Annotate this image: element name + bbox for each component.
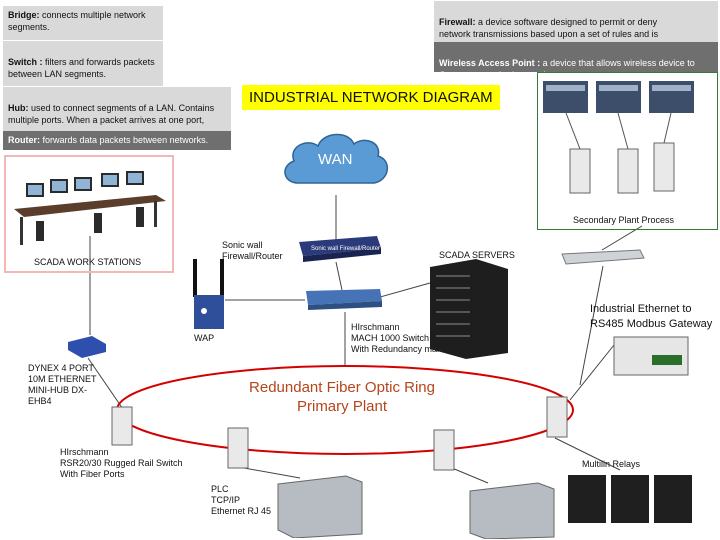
ring-label-line1: Redundant Fiber Optic Ring: [249, 379, 435, 396]
bridge-text: connects multiple network segments.: [8, 10, 146, 32]
rsr-switch-center-right: [433, 429, 455, 471]
multilin-relays-device: [568, 475, 692, 523]
wan-label: WAN: [318, 151, 353, 168]
scada-workstations-panel: SCADA WORK STATIONS: [4, 155, 174, 273]
ring-label-line2: Primary Plant: [296, 398, 388, 415]
plc-rack-right: [469, 482, 555, 539]
firewall-to-switch-line: [335, 261, 343, 291]
ring-label: Redundant Fiber Optic Ring Primary Plant: [232, 378, 452, 416]
switch-text: filters and forwards packets between LAN…: [8, 57, 155, 79]
hub-text: used to connect segments of a LAN. Conta…: [8, 103, 215, 125]
switch-term: Switch :: [8, 57, 43, 67]
secondary-switch-device: [561, 249, 645, 265]
wap-device: [193, 259, 224, 329]
page-title: INDUSTRIAL NETWORK DIAGRAM: [242, 85, 500, 110]
wan-cloud: [284, 133, 388, 184]
sonicwall-brand: Sonic wall Firewall/Router: [311, 246, 380, 252]
rsr-switch-right: [546, 396, 568, 438]
dynex-hub-device: [68, 336, 106, 358]
hub-term: Hub:: [8, 103, 29, 113]
rsr-switch-left: [111, 406, 133, 446]
firewall-term: Firewall:: [439, 17, 476, 27]
switch-definition: Switch : filters and forwards packets be…: [3, 41, 163, 86]
wap-label: WAP: [194, 333, 215, 343]
router-term: Router:: [8, 135, 40, 145]
scada-workstations-label: SCADA WORK STATIONS: [34, 257, 142, 267]
industrial-ethernet-label: Industrial Ethernet to RS485 Modbus Gate…: [590, 303, 713, 330]
rsr-switch-center-left: [227, 427, 249, 469]
router-definition: Router: forwards data packets between ne…: [3, 131, 231, 150]
scada-servers-rack: [430, 259, 508, 359]
plc-label: PLC TCP/IP Ethernet RJ 45: [211, 484, 272, 516]
bridge-term: Bridge:: [8, 10, 40, 20]
wap-term: Wireless Access Point :: [439, 58, 541, 68]
secondary-plant-label: Secondary Plant Process: [573, 215, 675, 225]
wap-text: a device that allows wireless device to …: [439, 58, 695, 80]
sonicwall-firewall-device: Sonic wall Firewall/Router: [299, 236, 381, 262]
dynex-hub-label: DYNEX 4 PORT 10M ETHERNET MINI-HUB DX- E…: [28, 363, 97, 406]
rsr-switch-label: HIrschmann RSR20/30 Rugged Rail Switch W…: [60, 447, 183, 479]
plc-link-line: [243, 467, 301, 479]
switch-to-servers-line: [379, 282, 431, 298]
hub-definition: Hub: used to connect segments of a LAN. …: [3, 87, 231, 131]
secondary-link-line: [601, 225, 643, 251]
sonicwall-label: Sonic wall Firewall/Router: [222, 240, 283, 261]
gateway-link-line: [569, 344, 615, 401]
firewall-definition: Firewall: a device software designed to …: [434, 1, 718, 51]
gateway-to-ring-line: [579, 265, 604, 386]
bridge-definition: Bridge: connects multiple network segmen…: [3, 6, 163, 40]
modbus-gateway-device: [613, 336, 689, 376]
workstations-illustration: [14, 171, 166, 245]
secondary-plant-illustration: [543, 81, 694, 194]
multilin-relays-label: Multilin Relays: [582, 459, 641, 469]
wap-definition: Wireless Access Point : a device that al…: [434, 42, 718, 80]
scada-servers-label: SCADA SERVERS: [439, 250, 515, 260]
relay-link-line: [554, 437, 621, 471]
router-text: forwards data packets between networks.: [40, 135, 209, 145]
plc-rack-left: [277, 475, 363, 538]
secondary-plant-panel: Secondary Plant Process: [537, 72, 718, 230]
plc2-link-line: [451, 467, 489, 484]
mach-switch-device: [306, 289, 382, 310]
